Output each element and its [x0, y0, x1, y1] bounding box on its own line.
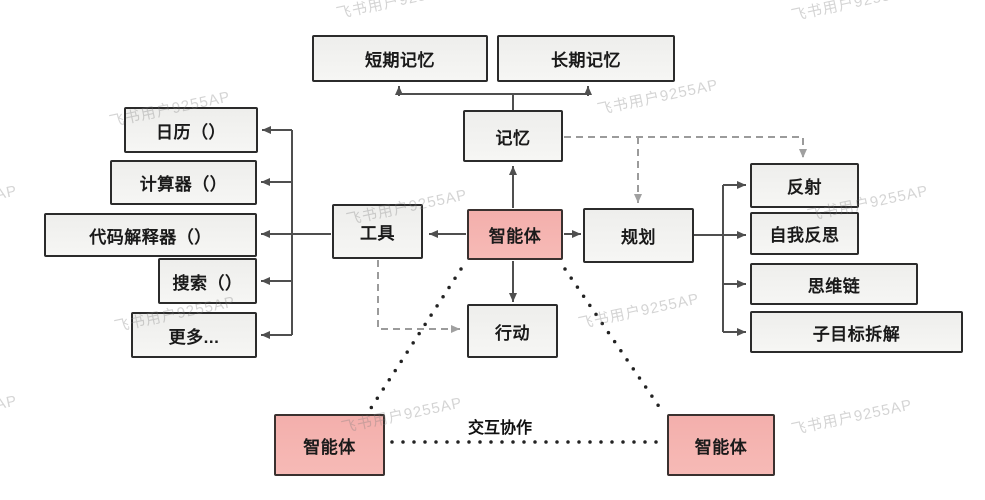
- node-subgoal-decomposition: 子目标拆解: [750, 311, 963, 353]
- node-agent-right: 智能体: [667, 414, 775, 476]
- edge-memory-to-reflection-dashed: [564, 136, 807, 158]
- node-reflection: 反射: [750, 163, 859, 208]
- edge-tools-to-action-dashed: [377, 260, 460, 333]
- node-planning: 规划: [583, 208, 694, 263]
- node-tools: 工具: [332, 204, 423, 259]
- edge-agent-to-agent-right-dotted: [563, 267, 662, 410]
- node-agent-left: 智能体: [274, 414, 385, 476]
- edge-agent-to-agent-left-dotted: [369, 267, 463, 410]
- node-self-reflection: 自我反思: [750, 212, 859, 255]
- collaboration-label: 交互协作: [467, 420, 532, 437]
- node-memory: 记忆: [463, 110, 563, 162]
- node-calendar: 日历（）: [124, 107, 258, 153]
- node-more: 更多...: [131, 312, 257, 358]
- edge-tools-trunk: [291, 130, 331, 335]
- node-search: 搜索（）: [158, 258, 257, 304]
- node-long-term-memory: 长期记忆: [497, 35, 675, 82]
- node-code-interpreter: 代码解释器（）: [44, 213, 257, 257]
- edge-memory-branch: [399, 93, 588, 110]
- node-chain-of-thought: 思维链: [750, 263, 918, 305]
- node-calculator: 计算器（）: [110, 160, 257, 205]
- node-agent: 智能体: [467, 209, 563, 260]
- edge-planning-trunk: [694, 185, 724, 332]
- node-short-term-memory: 短期记忆: [312, 35, 488, 82]
- node-action: 行动: [467, 304, 558, 358]
